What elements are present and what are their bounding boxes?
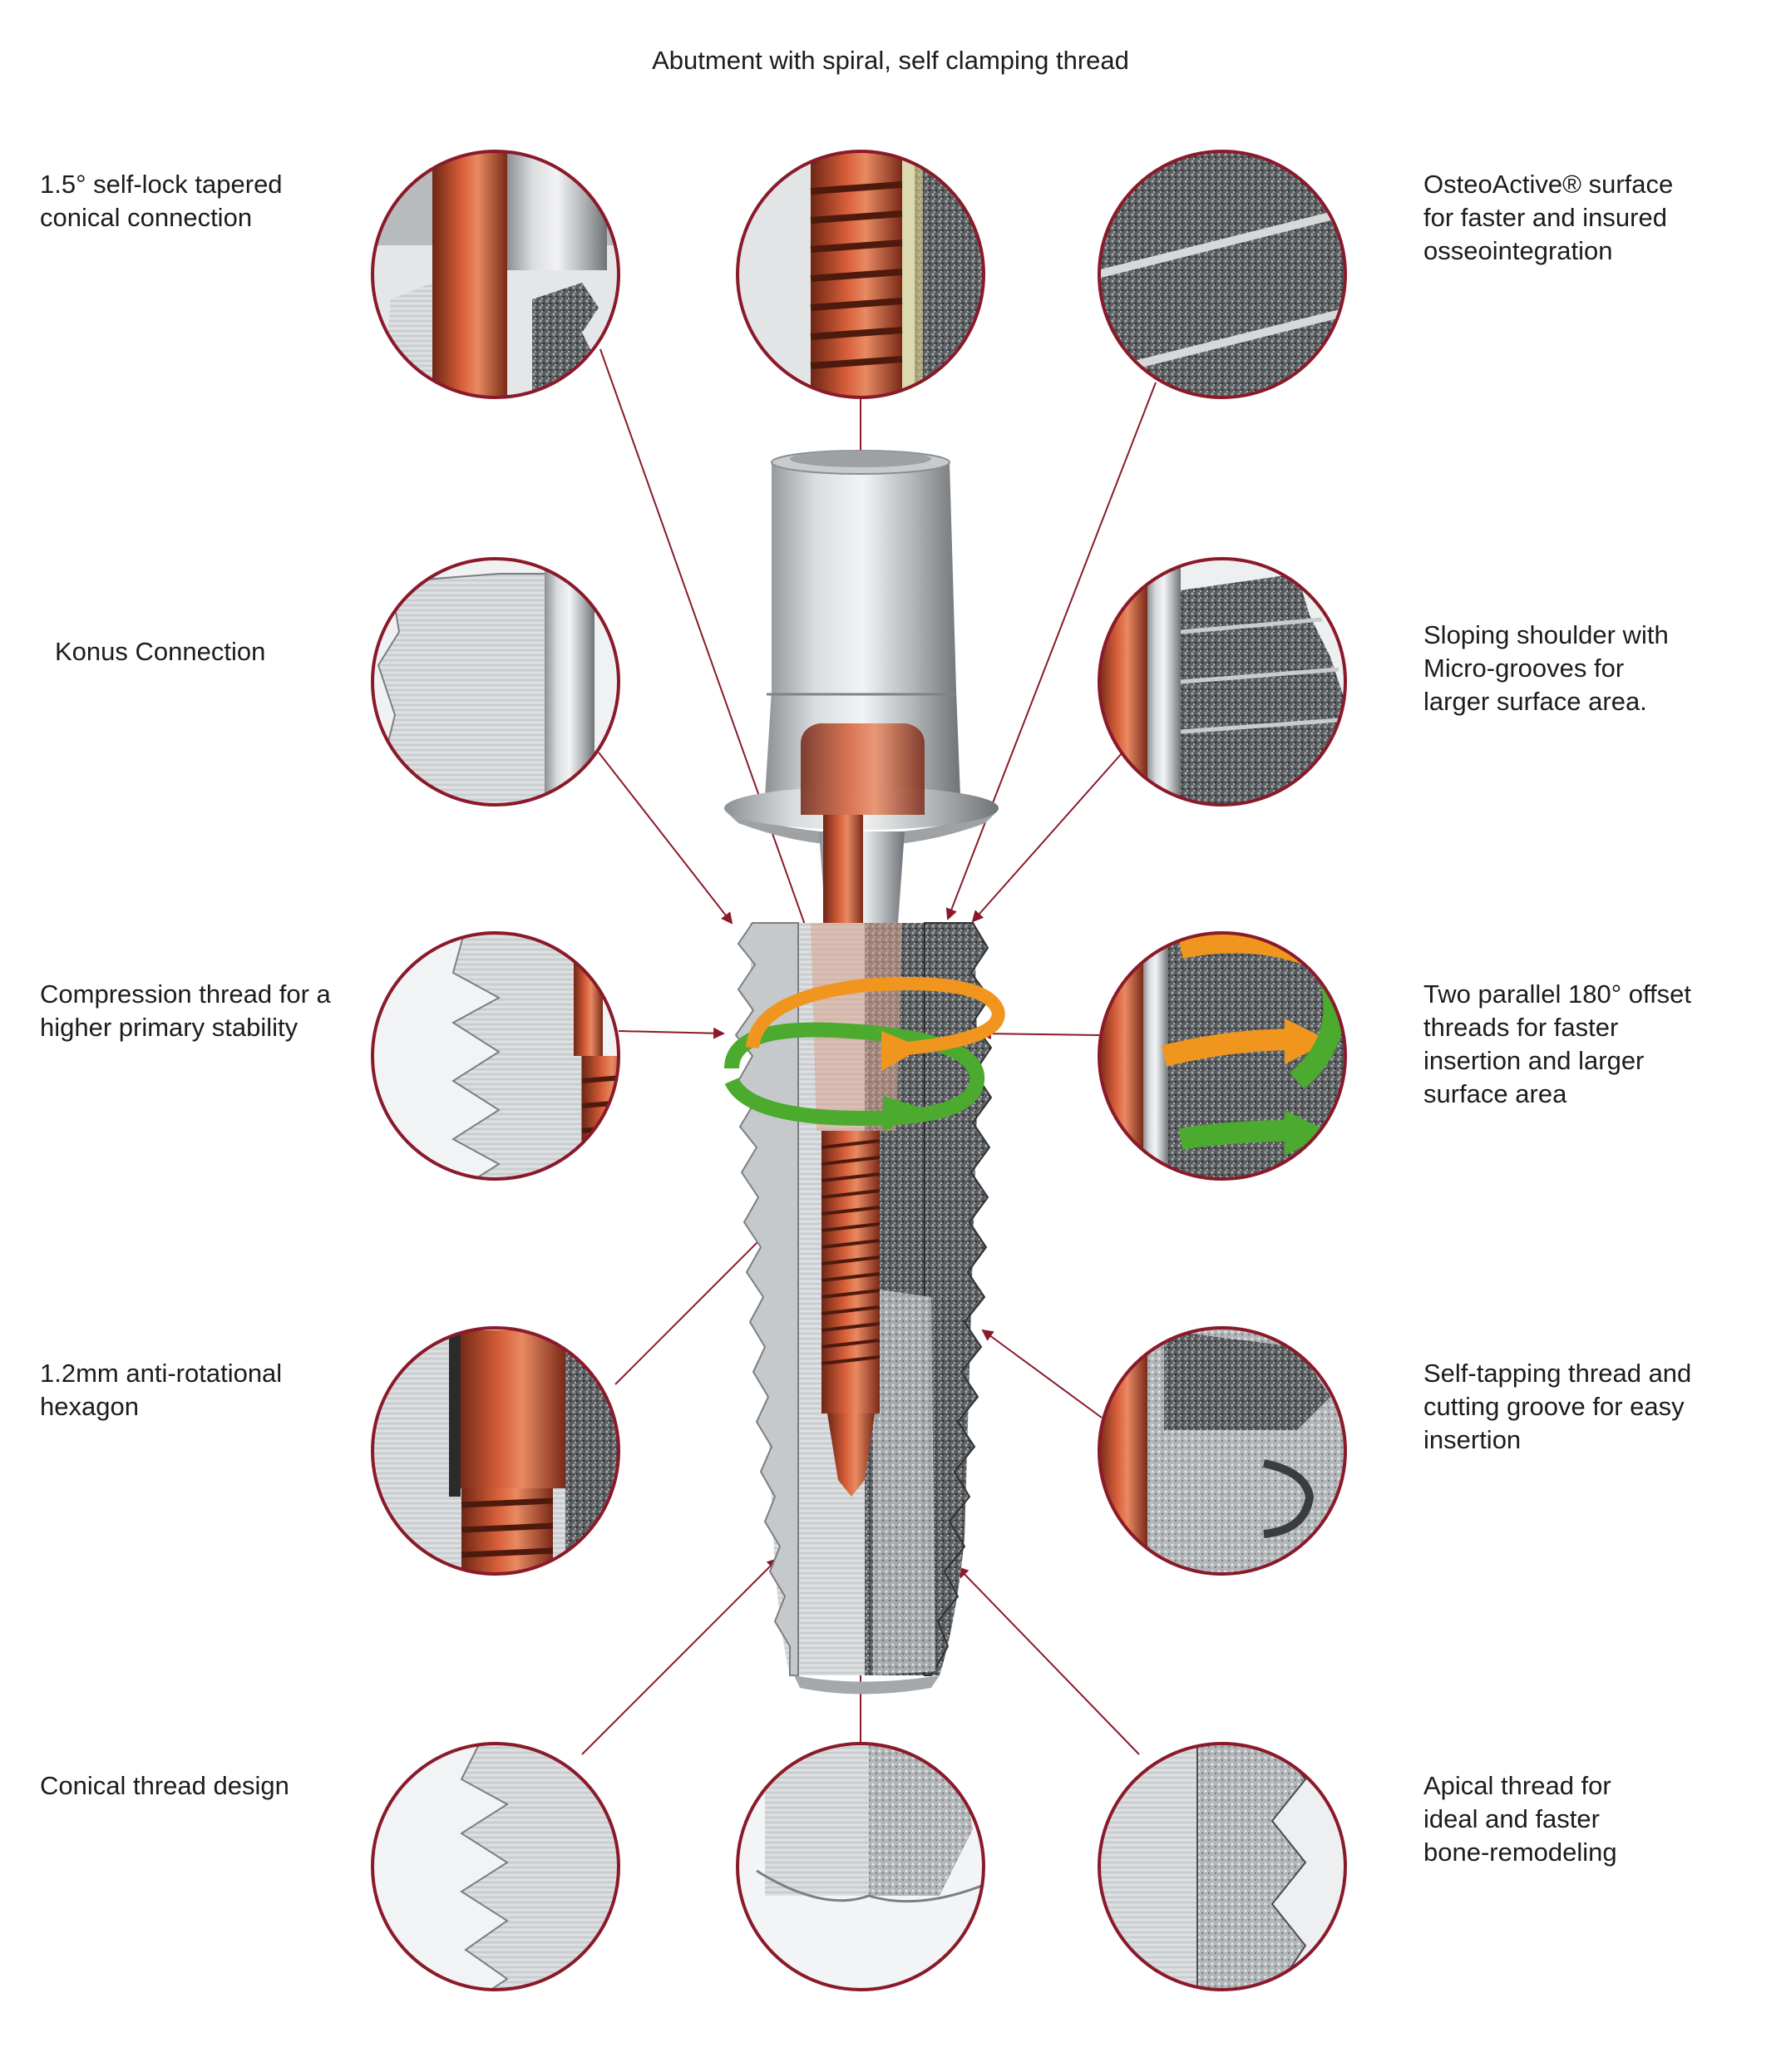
detail-circle-parallel	[1098, 931, 1347, 1181]
detail-circle-sloping	[1098, 557, 1347, 807]
label-apical: Apical thread for ideal and faster bone-…	[1423, 1771, 1617, 1867]
label-hexagon: 1.2mm anti-rotational hexagon	[40, 1359, 283, 1421]
detail-circle-konus	[371, 557, 620, 807]
detail-circle-self-lock	[371, 150, 620, 399]
detail-circle-osteoactive	[1098, 150, 1347, 399]
label-conical-thread: Conical thread design	[40, 1771, 289, 1800]
detail-circle-apical	[1098, 1742, 1347, 1991]
central-implant	[724, 450, 1005, 1695]
diagram-title: Abutment with spiral, self clamping thre…	[652, 46, 1129, 75]
label-parallel: Two parallel 180° offset threads for fas…	[1423, 979, 1692, 1108]
label-self-tapping: Self-tapping thread and cutting groove f…	[1423, 1359, 1692, 1454]
green-spiral-arrow	[724, 1022, 985, 1127]
leader-line-osteoactive	[945, 382, 1157, 920]
detail-circle-self-tapping	[1098, 1326, 1347, 1576]
leader-line-apical	[956, 1566, 1140, 1755]
leader-line-compression	[618, 1027, 725, 1039]
screw-threads	[821, 1139, 881, 1365]
leader-line-self-lock	[599, 348, 821, 966]
detail-circle-abutment-thread	[736, 150, 985, 399]
label-self-lock: 1.5° self-lock tapered conical connectio…	[40, 170, 283, 232]
detail-circle-hexagon	[371, 1326, 620, 1576]
label-osteoactive: OsteoActive® surface for faster and insu…	[1423, 170, 1674, 265]
detail-circle-conical-thread	[371, 1742, 620, 1991]
detail-circle-compression	[371, 931, 620, 1181]
orange-arrow-head	[881, 1031, 923, 1071]
label-konus: Konus Connection	[55, 637, 266, 666]
detail-circle-apex	[736, 1742, 985, 1991]
leader-line-parallel	[979, 1028, 1100, 1040]
green-arrow-head	[883, 1096, 923, 1132]
leader-line-konus	[598, 752, 733, 925]
leader-line-sloping	[971, 752, 1123, 923]
leader-line-conical	[581, 1557, 779, 1755]
orange-spiral-arrow	[746, 977, 1005, 1056]
label-sloping: Sloping shoulder with Micro-grooves for …	[1423, 620, 1669, 716]
leader-line-self-tapping	[981, 1329, 1103, 1418]
label-compression: Compression thread for a higher primary …	[40, 979, 331, 1042]
